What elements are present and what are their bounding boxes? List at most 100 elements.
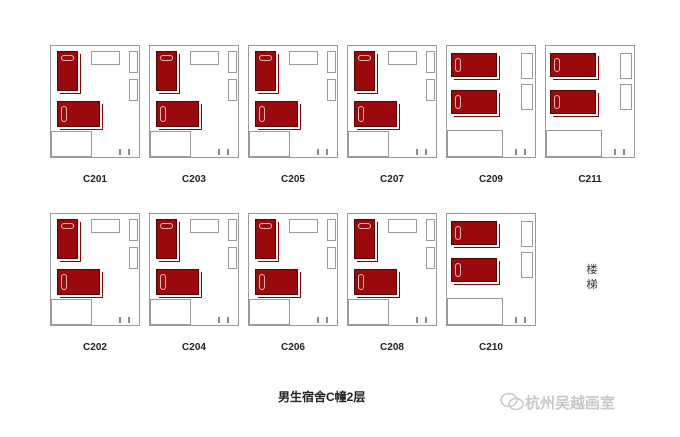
bed — [156, 219, 177, 259]
door-mark — [227, 317, 229, 323]
bed-pillow — [160, 106, 166, 122]
wardrobe — [521, 221, 533, 247]
bed — [354, 101, 397, 127]
bed-pillow — [160, 274, 166, 290]
bed — [550, 90, 596, 114]
room-c208[interactable] — [347, 213, 437, 326]
wardrobe — [228, 79, 237, 101]
wardrobe — [327, 51, 336, 73]
bed-pillow — [455, 226, 461, 240]
bed — [354, 219, 375, 259]
room-label: C205 — [281, 174, 305, 185]
bed-pillow — [358, 223, 371, 229]
stairs-label: 楼梯 — [585, 263, 599, 293]
wardrobe — [327, 79, 336, 101]
room-c206[interactable] — [248, 213, 338, 326]
desk — [388, 51, 417, 65]
desk — [91, 219, 120, 233]
bed-pillow — [455, 58, 461, 72]
wardrobe — [426, 51, 435, 73]
bed-pillow — [160, 223, 173, 229]
bed — [57, 101, 100, 127]
room-c205[interactable] — [248, 45, 338, 158]
bed — [354, 51, 375, 91]
wardrobe — [521, 84, 533, 110]
floor-caption: 男生宿舍C幢2层 — [278, 390, 366, 404]
wardrobe — [129, 79, 138, 101]
room-label: C203 — [182, 174, 206, 185]
room-c207[interactable] — [347, 45, 437, 158]
wardrobe — [228, 247, 237, 269]
bed-pillow — [61, 55, 74, 61]
bed-pillow — [61, 274, 67, 290]
wardrobe — [228, 219, 237, 241]
stairs-text: 楼梯 — [586, 264, 598, 291]
wardrobe — [129, 247, 138, 269]
bed-pillow — [160, 55, 173, 61]
bed-pillow — [61, 106, 67, 122]
balcony — [51, 131, 92, 157]
door-mark — [515, 149, 517, 155]
room-c204[interactable] — [149, 213, 239, 326]
wardrobe — [426, 247, 435, 269]
bed — [255, 269, 298, 295]
wardrobe — [129, 51, 138, 73]
balcony — [150, 299, 191, 325]
wardrobe — [228, 51, 237, 73]
room-label: C201 — [83, 174, 107, 185]
room-c209[interactable] — [446, 45, 536, 158]
door-mark — [623, 149, 625, 155]
balcony — [447, 130, 503, 157]
room-c210[interactable] — [446, 213, 536, 326]
bed-pillow — [259, 106, 265, 122]
balcony — [348, 299, 389, 325]
bed — [255, 51, 276, 91]
bed — [156, 51, 177, 91]
door-mark — [128, 317, 130, 323]
bed — [451, 258, 497, 282]
bed — [57, 269, 100, 295]
bed-pillow — [554, 58, 560, 72]
wardrobe — [327, 247, 336, 269]
door-mark — [317, 317, 319, 323]
room-c201[interactable] — [50, 45, 140, 158]
bed-pillow — [61, 223, 74, 229]
balcony — [546, 130, 602, 157]
room-label: C207 — [380, 174, 404, 185]
desk — [91, 51, 120, 65]
wardrobe — [426, 219, 435, 241]
balcony — [249, 131, 290, 157]
room-c211[interactable] — [545, 45, 635, 158]
desk — [388, 219, 417, 233]
desk — [190, 219, 219, 233]
bed-pillow — [455, 263, 461, 277]
bed — [354, 269, 397, 295]
door-mark — [515, 317, 517, 323]
bed — [57, 51, 78, 91]
room-label: C208 — [380, 342, 404, 353]
bed — [255, 101, 298, 127]
bed-pillow — [259, 274, 265, 290]
door-mark — [326, 317, 328, 323]
door-mark — [425, 317, 427, 323]
room-c202[interactable] — [50, 213, 140, 326]
door-mark — [416, 149, 418, 155]
door-mark — [128, 149, 130, 155]
room-label: C210 — [479, 342, 503, 353]
desk — [190, 51, 219, 65]
door-mark — [218, 317, 220, 323]
room-label: C204 — [182, 342, 206, 353]
bed-pillow — [554, 95, 560, 109]
door-mark — [227, 149, 229, 155]
bed — [255, 219, 276, 259]
wardrobe — [426, 79, 435, 101]
wechat-icon — [500, 392, 524, 411]
room-c203[interactable] — [149, 45, 239, 158]
bed-pillow — [358, 274, 364, 290]
bed — [156, 101, 199, 127]
bed-pillow — [259, 223, 272, 229]
balcony — [348, 131, 389, 157]
bed-pillow — [358, 106, 364, 122]
room-label: C209 — [479, 174, 503, 185]
balcony — [51, 299, 92, 325]
